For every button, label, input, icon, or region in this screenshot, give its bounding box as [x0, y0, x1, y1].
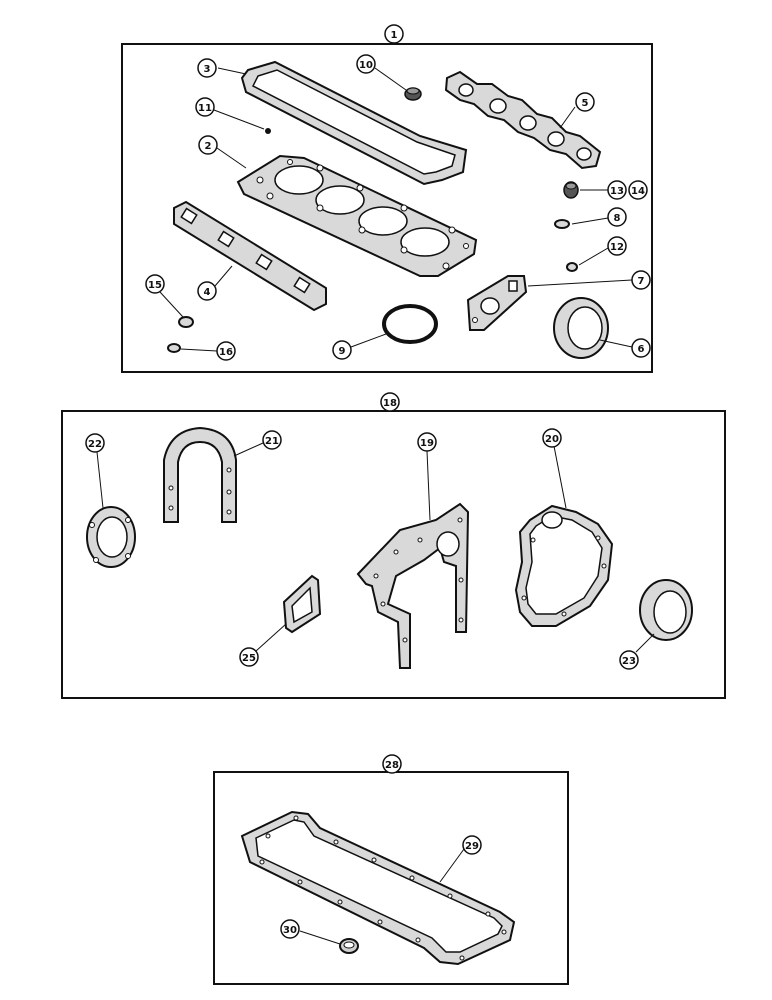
svg-text:29: 29	[465, 841, 479, 852]
cover-plate-gasket-part-25	[282, 574, 322, 634]
svg-text:2: 2	[205, 141, 212, 152]
washer-part-15	[178, 316, 194, 328]
svg-text:21: 21	[265, 436, 279, 447]
svg-text:30: 30	[283, 925, 297, 936]
svg-text:7: 7	[638, 276, 645, 287]
callout-18: 18	[380, 392, 400, 412]
svg-text:14: 14	[631, 186, 645, 197]
svg-text:5: 5	[582, 98, 589, 109]
seal-part-11	[265, 128, 271, 134]
intake-manifold-gasket	[173, 200, 327, 312]
washer-part-8	[554, 219, 570, 229]
svg-text:22: 22	[88, 439, 102, 450]
callout-4: 4	[197, 281, 217, 301]
svg-text:28: 28	[385, 760, 399, 771]
svg-text:25: 25	[242, 653, 256, 664]
svg-text:11: 11	[198, 103, 212, 114]
callout-21: 21	[262, 430, 282, 450]
svg-text:10: 10	[359, 60, 373, 71]
callout-3: 3	[197, 58, 217, 78]
svg-text:15: 15	[148, 280, 162, 291]
callout-2: 2	[198, 135, 218, 155]
cylinder-head-gasket	[236, 154, 478, 277]
callout-12: 12	[607, 236, 627, 256]
callout-15: 15	[145, 274, 165, 294]
callout-23: 23	[619, 650, 639, 670]
panel-group-1: 1 3 10	[121, 24, 653, 373]
o-ring-part-9	[382, 304, 438, 344]
panel-1-frame	[121, 43, 653, 373]
callout-14: 14	[628, 180, 648, 200]
seal-ring-part-30	[339, 938, 359, 954]
svg-text:18: 18	[383, 398, 397, 409]
callout-13: 13	[607, 180, 627, 200]
svg-text:16: 16	[219, 347, 233, 358]
callout-29: 29	[462, 835, 482, 855]
svg-text:20: 20	[545, 434, 559, 445]
callout-5: 5	[575, 92, 595, 112]
rear-seal-arch-gasket	[163, 426, 237, 523]
callout-25: 25	[239, 647, 259, 667]
callout-20: 20	[542, 428, 562, 448]
svg-text:1: 1	[391, 30, 398, 41]
svg-text:8: 8	[614, 213, 621, 224]
svg-text:6: 6	[638, 344, 645, 355]
water-pump-gasket	[514, 504, 614, 627]
round-gasket-part-6	[553, 297, 609, 359]
grommet-part-10	[404, 87, 422, 101]
callout-22: 22	[85, 433, 105, 453]
rocker-cover-gasket	[240, 60, 468, 186]
svg-text:4: 4	[204, 287, 211, 298]
thermostat-housing-gasket	[466, 275, 528, 331]
valve-seal-part-13-14	[563, 181, 579, 199]
timing-cover-gasket	[356, 502, 470, 669]
callout-19: 19	[417, 432, 437, 452]
oil-pan-gasket	[240, 810, 516, 966]
round-gasket-part-22	[86, 506, 136, 568]
panel-group-28: 28 29 30	[213, 754, 569, 985]
panel-group-18: 18 22 21	[61, 392, 726, 699]
svg-text:12: 12	[610, 242, 624, 253]
callout-30: 30	[280, 919, 300, 939]
svg-text:19: 19	[420, 438, 434, 449]
seal-part-16	[167, 343, 181, 353]
callout-10: 10	[356, 54, 376, 74]
callout-7: 7	[631, 270, 651, 290]
svg-text:9: 9	[339, 346, 346, 357]
callout-28: 28	[382, 754, 402, 774]
washer-part-12	[566, 262, 578, 272]
svg-text:23: 23	[622, 656, 636, 667]
svg-text:3: 3	[204, 64, 211, 75]
callout-6: 6	[631, 338, 651, 358]
exhaust-manifold-gasket	[444, 70, 602, 170]
callout-11: 11	[195, 97, 215, 117]
callout-9: 9	[332, 340, 352, 360]
callout-16: 16	[216, 341, 236, 361]
callout-8: 8	[607, 207, 627, 227]
svg-text:13: 13	[610, 186, 624, 197]
callout-1: 1	[384, 24, 404, 44]
round-gasket-part-23	[639, 579, 693, 641]
